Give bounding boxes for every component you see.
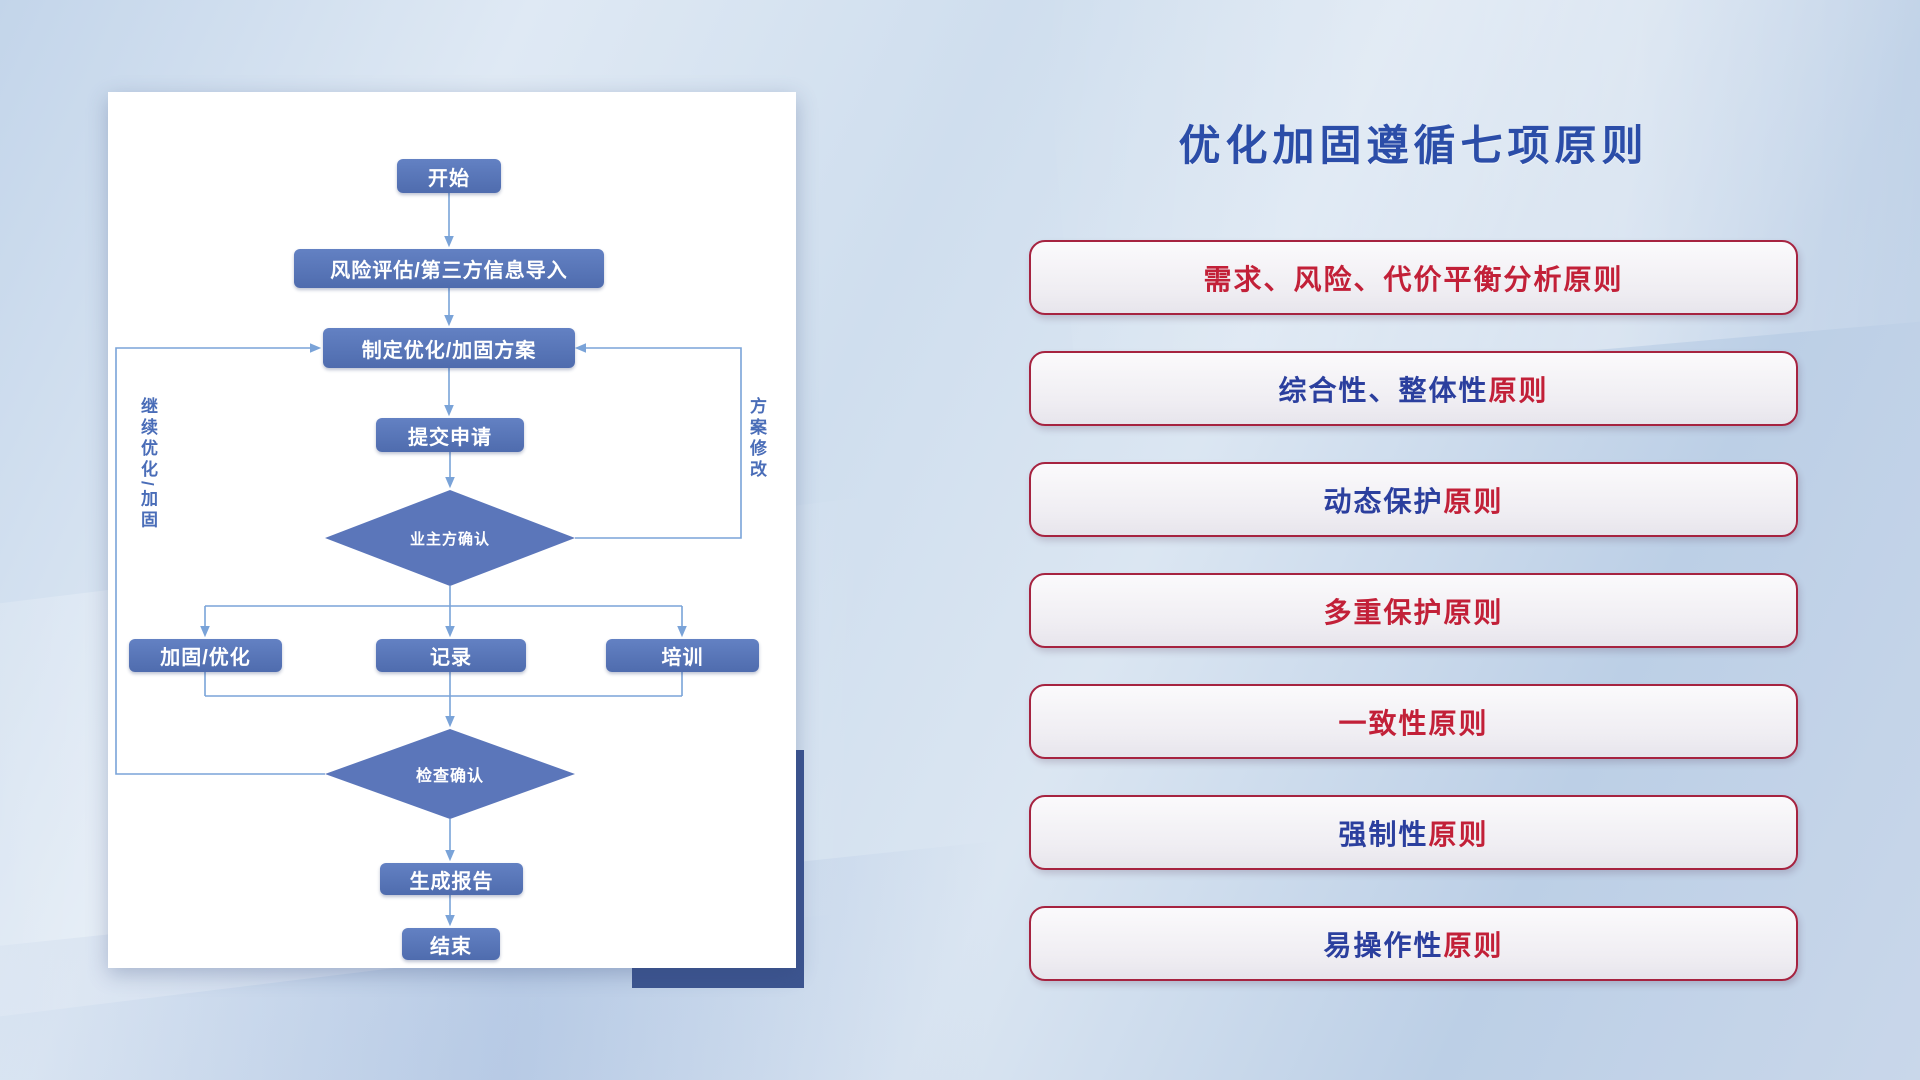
flow-node-risk-import: 风险评估/第三方信息导入	[294, 249, 604, 288]
principle-card: 多重保护原则	[1029, 573, 1798, 648]
flow-node-start: 开始	[397, 159, 501, 193]
flow-node-submit: 提交申请	[376, 418, 524, 452]
principle-text-blue: 综合性、整体性	[1278, 374, 1489, 406]
principle-text-red: 原则	[1488, 374, 1549, 406]
principle-text-blue: 强制性	[1338, 818, 1429, 850]
flow-node-end: 结束	[402, 928, 500, 960]
principle-text-red: 原则	[1428, 818, 1489, 850]
principle-card: 综合性、整体性原则	[1029, 351, 1798, 426]
principle-text-red: 需求、风险、代价平衡分析原则	[1203, 263, 1624, 295]
flowchart-card: 开始 风险评估/第三方信息导入 制定优化/加固方案 提交申请 业主方确认 加固/…	[108, 92, 796, 968]
flow-node-report: 生成报告	[380, 863, 523, 895]
principle-text-red: 原则	[1443, 485, 1504, 517]
flow-node-make-plan: 制定优化/加固方案	[323, 328, 575, 368]
principles-list: 需求、风险、代价平衡分析原则 综合性、整体性原则 动态保护原则 多重保护原则 一…	[1029, 240, 1798, 981]
flow-node-training: 培训	[606, 639, 759, 672]
principle-card: 一致性原则	[1029, 684, 1798, 759]
flow-node-reinforce: 加固/优化	[129, 639, 282, 672]
principle-card: 易操作性原则	[1029, 906, 1798, 981]
principle-card: 动态保护原则	[1029, 462, 1798, 537]
principle-card: 强制性原则	[1029, 795, 1798, 870]
loop-label-continue-optimize: 继续优化/加固	[138, 397, 157, 532]
principle-text-red: 一致性原则	[1338, 707, 1489, 739]
flow-node-record: 记录	[376, 639, 526, 672]
page-title: 优化加固遵循七项原则	[1178, 122, 1649, 169]
flowchart-connectors	[115, 193, 742, 927]
principle-text-blue: 动态保护	[1323, 485, 1444, 517]
principle-card: 需求、风险、代价平衡分析原则	[1029, 240, 1798, 315]
principle-text-blue: 易操作性	[1323, 929, 1444, 961]
principle-text-red: 原则	[1443, 929, 1504, 961]
principle-text-red: 多重保护原则	[1323, 596, 1504, 628]
loop-label-plan-revision: 方案修改	[747, 397, 766, 481]
